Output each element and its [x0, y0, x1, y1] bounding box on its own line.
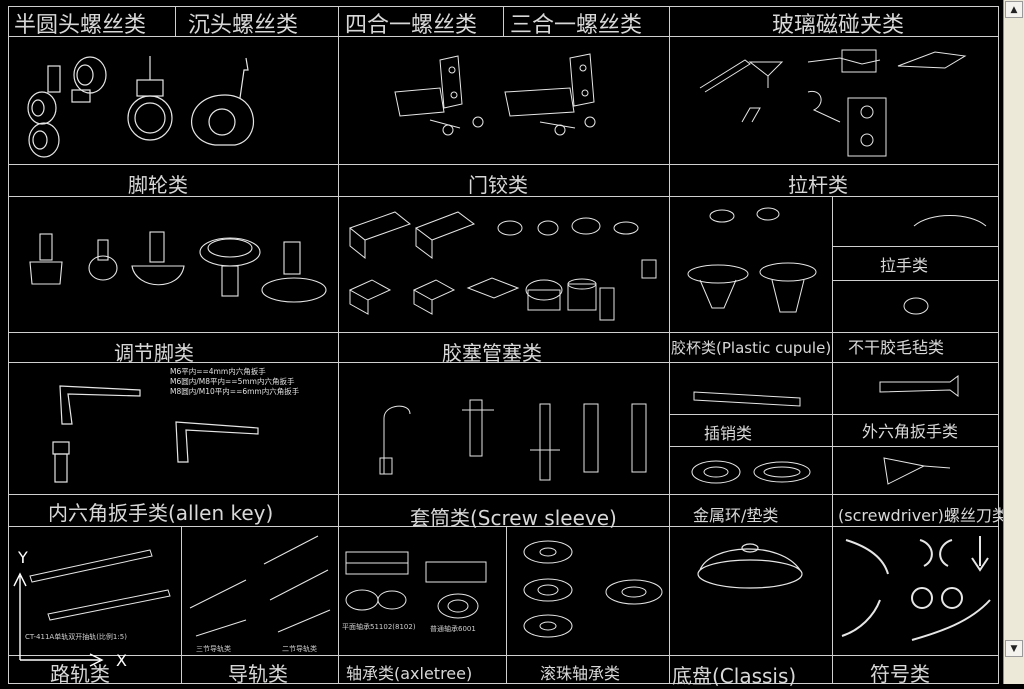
note-allen-1: M6平内==4mm内六角扳手 — [170, 367, 266, 376]
caster-drawings — [27, 56, 255, 158]
header-4in1-screws: 四合一螺丝类 — [345, 13, 478, 38]
ball-bearing-drawings — [523, 540, 663, 638]
bearing-drawings — [345, 551, 487, 619]
cup-drawings — [687, 207, 987, 315]
ucs-x-label: X — [116, 651, 127, 670]
header-round-head-screws: 半圆头螺丝类 — [14, 13, 147, 38]
adjusting-foot-drawings — [29, 231, 327, 303]
label-pulls: 拉杆类 — [788, 173, 848, 197]
note-allen-2: M6圆内/M8平内==5mm内六角扳手 — [170, 377, 295, 386]
note-rail-caption: CT-411A单轨双开抽轨(比例1:5) — [25, 633, 127, 641]
symbol-drawings — [841, 536, 991, 641]
label-hex-wrench: 外六角扳手类 — [862, 422, 959, 441]
header-glass-clips: 玻璃磁碰夹类 — [772, 13, 905, 38]
label-plugs: 胶塞管塞类 — [442, 341, 542, 365]
label-guide-rails: 导轨类 — [228, 662, 288, 686]
note-common-bearing: 普通轴承6001 — [430, 625, 476, 633]
hinge-drawings — [394, 53, 596, 136]
label-ball-bearings: 滚珠轴承类 — [540, 664, 621, 683]
label-felt: 不干胶毛毡类 — [848, 338, 945, 357]
label-pins: 插销类 — [704, 424, 753, 443]
label-plastic-cups: 胶杯类(Plastic cupule) — [671, 339, 832, 357]
ucs-icon — [13, 572, 104, 667]
label-hinges: 门铰类 — [468, 173, 528, 197]
label-chassis: 底盘(Classis) — [672, 664, 797, 688]
glass-clip-drawings — [699, 49, 967, 157]
label-screw-sleeve: 套筒类(Screw sleeve) — [410, 506, 617, 530]
allen-key-drawings — [52, 385, 259, 483]
label-symbols: 符号类 — [870, 662, 930, 686]
label-adjusting-feet: 调节脚类 — [114, 341, 194, 365]
pin-wrench-drawings — [691, 375, 959, 485]
note-flat-bearing: 平面轴承51102(8102) — [342, 623, 416, 631]
chassis-drawing — [697, 543, 803, 589]
note-three-section-rail: 三节导轨类 — [196, 645, 231, 653]
note-allen-3: M8圆内/M10平内==6mm内六角扳手 — [170, 387, 300, 396]
label-allen-key: 内六角扳手类(allen key) — [48, 501, 274, 525]
label-handles: 拉手类 — [880, 256, 929, 275]
scroll-up-button[interactable]: ▲ — [1005, 1, 1023, 18]
screw-sleeve-drawings — [379, 399, 647, 481]
label-casters: 脚轮类 — [128, 173, 188, 197]
header-3in1-screws: 三合一螺丝类 — [510, 13, 643, 38]
scroll-down-button[interactable]: ▼ — [1005, 640, 1023, 657]
plug-drawings — [348, 211, 657, 321]
label-metal-rings: 金属环/垫类 — [693, 506, 779, 525]
rail-drawings — [29, 535, 331, 637]
label-bearings: 轴承类(axletree) — [346, 664, 473, 683]
header-countersunk-screws: 沉头螺丝类 — [188, 13, 299, 38]
vertical-scrollbar[interactable]: ▲ ▼ — [1003, 0, 1024, 684]
note-two-section-rail: 二节导轨类 — [282, 645, 317, 653]
ucs-y-label: Y — [18, 548, 28, 567]
label-screwdriver: (screwdriver)螺丝刀类 — [838, 506, 1008, 525]
label-rails: 路轨类 — [50, 662, 110, 686]
